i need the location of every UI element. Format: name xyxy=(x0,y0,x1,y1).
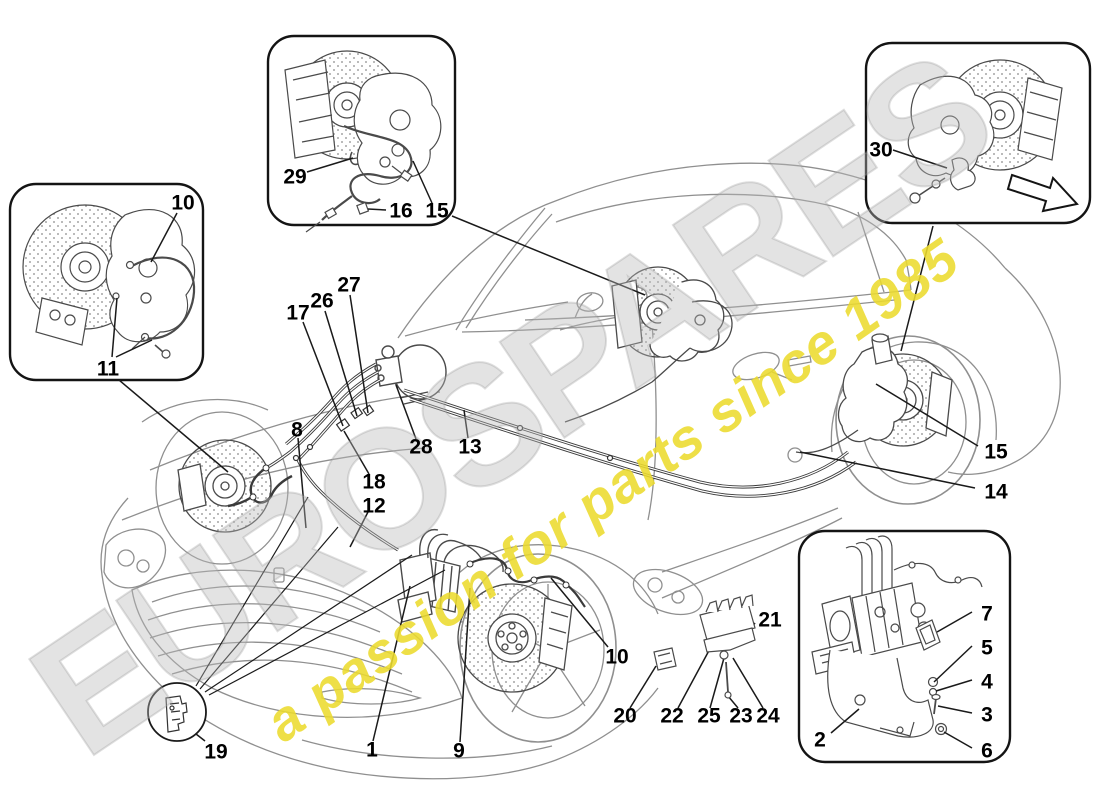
inset-box-rear-brake xyxy=(864,41,1092,225)
car-brake-components xyxy=(177,266,953,693)
callout-25: 25 xyxy=(697,704,721,728)
callout-17: 17 xyxy=(286,301,310,325)
callout-20: 20 xyxy=(613,704,637,728)
callout-27: 27 xyxy=(337,273,361,297)
callout-10-front-hose: 10 xyxy=(605,645,629,669)
callout-11: 11 xyxy=(96,357,120,381)
callout-23: 23 xyxy=(729,704,753,728)
callout-24: 24 xyxy=(756,704,780,728)
callout-leader-lines xyxy=(195,294,979,743)
inset-box-handbrake-cable xyxy=(266,34,457,233)
callout-15-detail: 15 xyxy=(425,199,449,223)
inset-box-abs-unit xyxy=(797,529,1012,764)
callout-8: 8 xyxy=(291,418,303,442)
direction-arrow-icon xyxy=(1006,173,1079,213)
callout-13: 13 xyxy=(458,435,482,459)
callout-6: 6 xyxy=(981,739,993,763)
inset3-reference-line xyxy=(900,225,934,352)
inset1-reference-line xyxy=(118,379,229,473)
pipe-clip-part xyxy=(165,695,188,733)
callout-5: 5 xyxy=(981,636,993,660)
callout-18: 18 xyxy=(362,470,386,494)
callout-7: 7 xyxy=(981,602,993,626)
callout-30: 30 xyxy=(869,138,893,162)
callout-29: 29 xyxy=(283,165,307,189)
callout-22: 22 xyxy=(660,704,684,728)
callout-2: 2 xyxy=(814,728,826,752)
callout-12: 12 xyxy=(362,494,386,518)
callout-9: 9 xyxy=(453,739,465,763)
callout-14: 14 xyxy=(984,480,1008,504)
callout-26: 26 xyxy=(310,289,334,313)
callout-10-front-hose-detail: 10 xyxy=(171,191,195,215)
inset2-reference-line xyxy=(451,215,646,296)
detail-circle-19 xyxy=(147,496,446,742)
brake-pipes xyxy=(227,344,857,623)
callout-3: 3 xyxy=(981,703,993,727)
callout-15-rear: 15 xyxy=(984,440,1008,464)
callout-21: 21 xyxy=(758,608,782,632)
callout-19: 19 xyxy=(204,740,228,764)
inset-box-front-brake xyxy=(8,182,205,382)
callout-28: 28 xyxy=(409,435,433,459)
callout-1: 1 xyxy=(366,738,378,762)
callout-4: 4 xyxy=(981,670,993,694)
relay-bracket-parts xyxy=(653,594,756,699)
callout-16: 16 xyxy=(389,199,413,223)
